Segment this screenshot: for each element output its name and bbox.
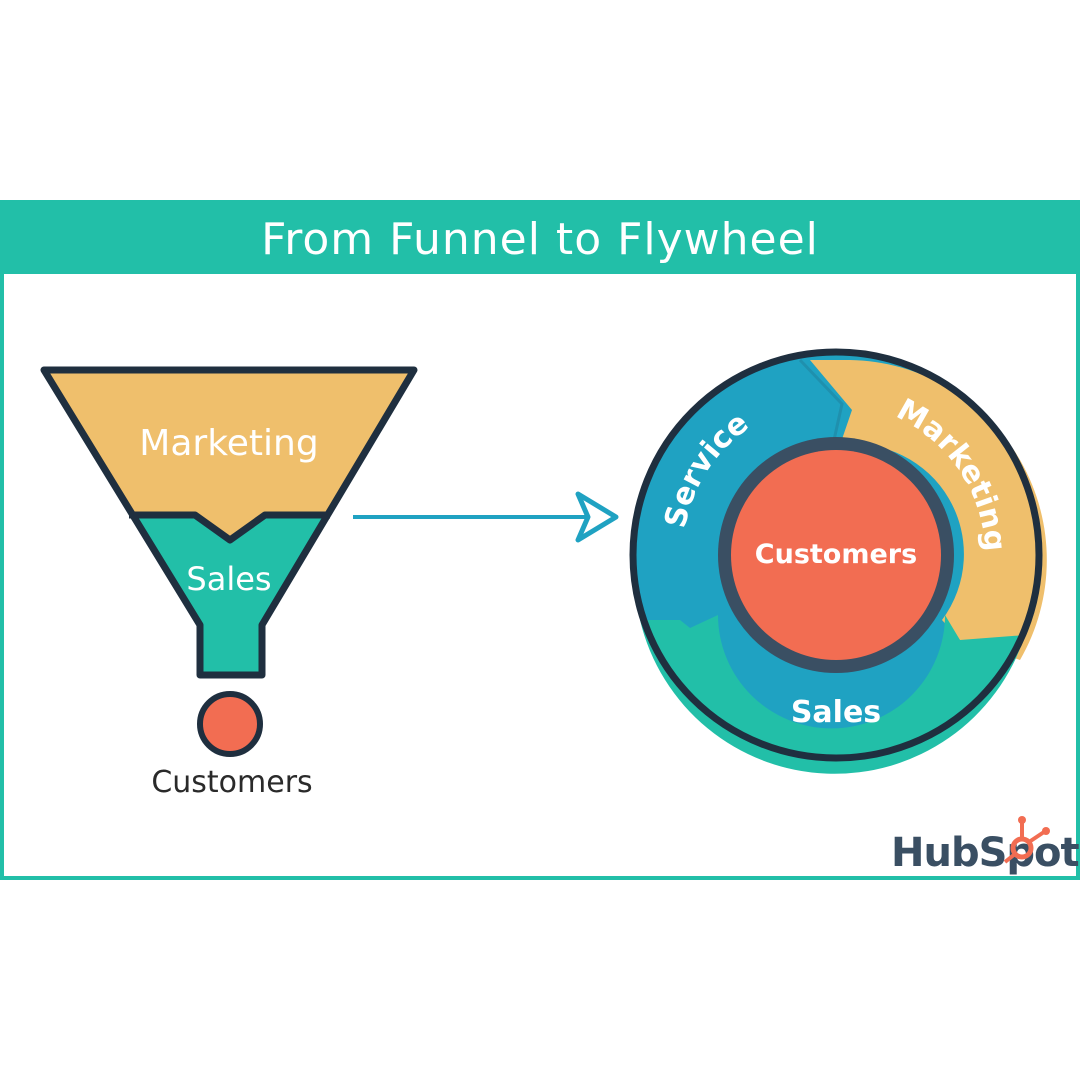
arrow-head-icon xyxy=(575,491,619,543)
funnel-customers-label: Customers xyxy=(151,765,312,800)
hubspot-wordmark: HubSpot xyxy=(891,830,1080,876)
hubspot-sprocket-icon xyxy=(1003,816,1050,864)
flywheel: Customers Service Marketing Sales xyxy=(629,348,1047,774)
page-title: From Funnel to Flywheel xyxy=(261,213,819,265)
flywheel-customers-core xyxy=(731,450,941,660)
funnel-divider xyxy=(129,511,330,544)
funnel: Marketing Sales Customers xyxy=(40,366,418,800)
flywheel-outline xyxy=(629,348,1043,762)
funnel-customer-dot xyxy=(197,691,263,757)
flywheel-segment-divider xyxy=(798,358,844,441)
funnel-sales-stage xyxy=(129,515,330,675)
flywheel-customers-label: Customers xyxy=(755,539,917,570)
flywheel-sales-label: Sales xyxy=(791,695,881,730)
funnel-marketing-stage xyxy=(44,370,414,540)
hubspot-logo: HubSpot xyxy=(891,816,1080,876)
funnel-outline xyxy=(40,366,418,679)
transition-arrow xyxy=(353,491,619,543)
funnel-sales-label: Sales xyxy=(186,560,271,598)
title-banner: From Funnel to Flywheel xyxy=(4,204,1076,274)
funnel-marketing-label: Marketing xyxy=(139,423,318,464)
flywheel-marketing-segment xyxy=(810,360,1047,660)
